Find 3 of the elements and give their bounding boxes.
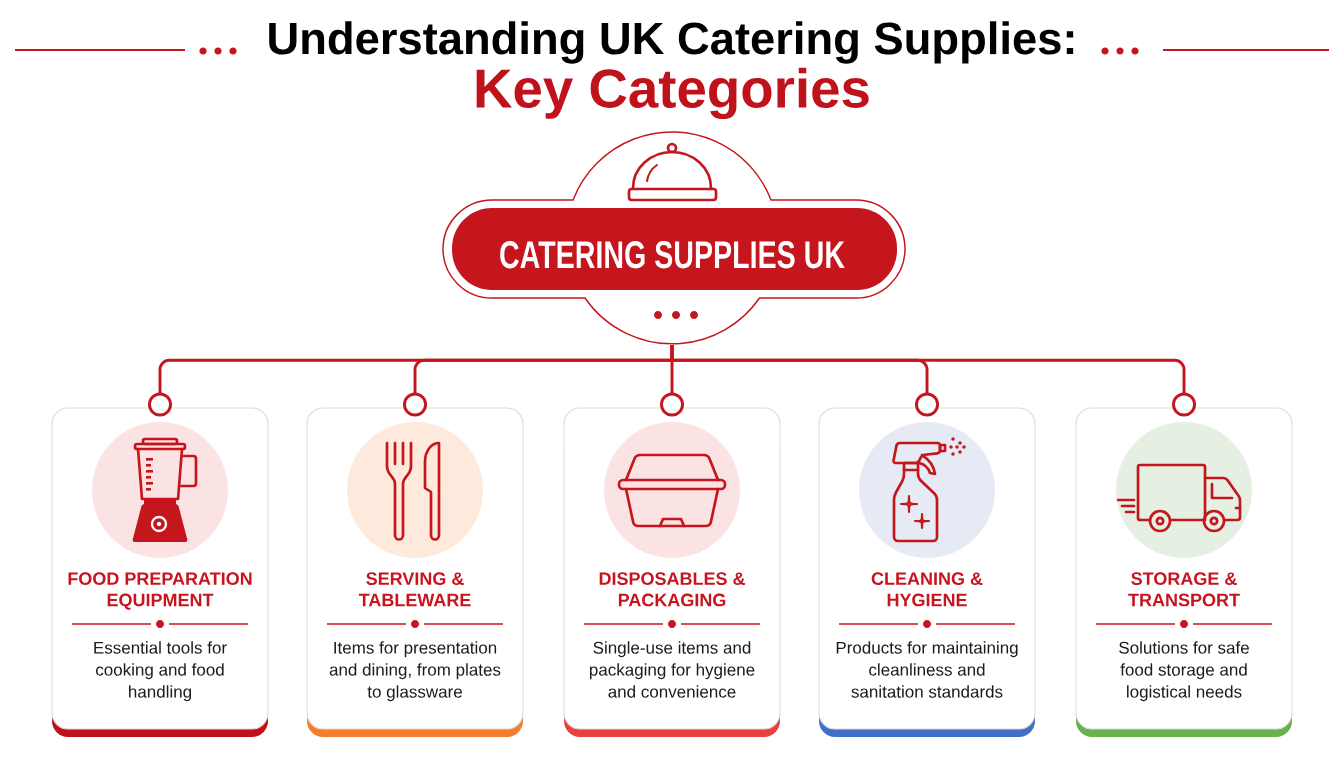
badge: CATERING SUPPLIES UK bbox=[442, 131, 906, 345]
title: Understanding UK Catering Supplies: Key Categories bbox=[269, 21, 1074, 120]
connector-line bbox=[670, 345, 1196, 417]
